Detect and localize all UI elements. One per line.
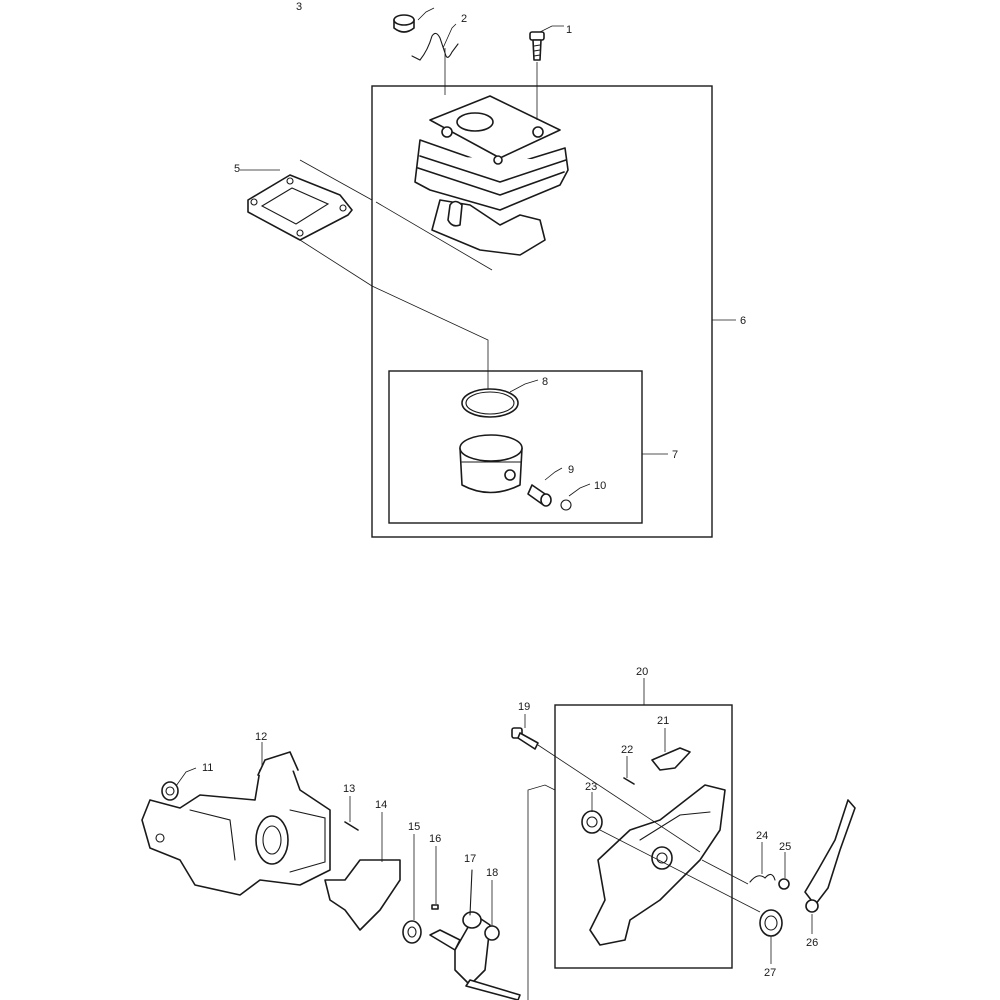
oil-pump-assembly-frame — [554, 704, 733, 969]
part-24-spring — [749, 873, 776, 883]
callout-26: 26 — [806, 937, 818, 949]
callout-13: 13 — [343, 783, 355, 795]
part-23-seal — [581, 810, 603, 834]
callout-3: 3 — [296, 1, 302, 13]
part-27-seal — [759, 909, 783, 937]
part-1-screw — [529, 31, 545, 61]
bottom-leader-lines — [175, 678, 813, 1000]
callout-11: 11 — [202, 762, 213, 774]
part-21-bracket — [651, 747, 691, 771]
callout-20: 20 — [636, 666, 648, 678]
piston — [459, 434, 523, 494]
callout-1: 1 — [566, 24, 572, 36]
callout-14: 14 — [375, 799, 387, 811]
callout-8: 8 — [542, 376, 548, 388]
cylinder-assembly-frame — [371, 85, 713, 538]
part-17-crankshaft — [429, 869, 521, 1000]
callout-18: 18 — [486, 867, 498, 879]
callout-15: 15 — [408, 821, 420, 833]
lever — [804, 799, 856, 906]
callout-27: 27 — [764, 967, 776, 979]
part-5-gasket — [247, 174, 353, 241]
callout-5: 5 — [234, 163, 240, 175]
part-2-spring — [411, 32, 459, 61]
part-10-circlip — [560, 499, 572, 511]
cylinder — [414, 95, 569, 256]
callout-12: 12 — [255, 731, 267, 743]
callout-23: 23 — [585, 781, 597, 793]
part-8-piston-ring — [461, 388, 519, 418]
callout-22: 22 — [621, 744, 633, 756]
callout-7: 7 — [672, 449, 678, 461]
callout-25: 25 — [779, 841, 791, 853]
callout-2: 2 — [461, 13, 467, 25]
callout-10: 10 — [594, 480, 606, 492]
part-14-gasket — [324, 859, 401, 931]
callout-17: 17 — [464, 853, 476, 865]
part-3-cap — [393, 14, 415, 33]
callout-9: 9 — [568, 464, 574, 476]
part-18-needle-bearing — [484, 925, 500, 941]
part-19-bolt — [511, 727, 539, 750]
top-leader-lines — [240, 7, 736, 497]
part-26-nut — [805, 899, 819, 913]
part-16-key — [431, 904, 439, 910]
part-11-seal — [161, 781, 179, 801]
piston-kit-frame — [388, 370, 643, 524]
callout-16: 16 — [429, 833, 441, 845]
callout-21: 21 — [657, 715, 669, 727]
callout-6: 6 — [740, 315, 746, 327]
callout-19: 19 — [518, 701, 530, 713]
part-13-pin — [344, 821, 359, 831]
oil-pump-housing — [589, 784, 726, 946]
part-22-dowel — [623, 777, 635, 785]
callout-24: 24 — [756, 830, 768, 842]
part-25-nut — [778, 878, 790, 890]
part-12-crankcase — [141, 751, 331, 896]
part-15-bearing — [402, 920, 422, 944]
part-9-piston-pin — [527, 484, 552, 507]
